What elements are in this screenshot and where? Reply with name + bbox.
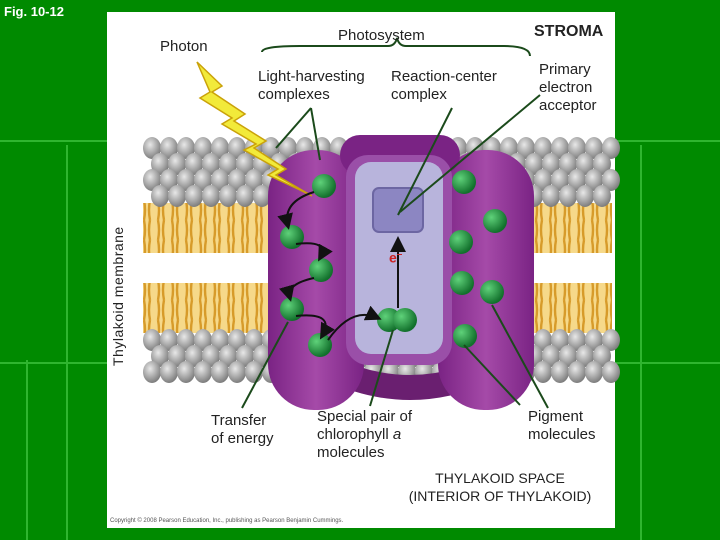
copyright-notice: Copyright © 2008 Pearson Education, Inc.… <box>110 518 344 524</box>
primary-acceptor-line-3: acceptor <box>539 97 597 114</box>
special-pair-chlorophyll-a <box>377 308 417 332</box>
thylakoid-space-line-2: (INTERIOR OF THYLAKOID) <box>408 488 592 504</box>
pigment-line-1: Pigment <box>528 408 584 425</box>
pigment-molecules-label: Pigment molecules <box>528 408 596 444</box>
special-pair-italic-a: a <box>392 426 402 443</box>
primary-acceptor-label: Primary electron acceptor <box>539 61 597 115</box>
electron-label: e– <box>389 249 403 266</box>
special-pair-line-1: Special pair of <box>317 408 413 425</box>
reaction-center-line-2: complex <box>391 86 447 103</box>
photosystem-label: Photosystem <box>338 27 425 44</box>
stroma-label: STROMA <box>534 23 604 40</box>
pigment-line-2: molecules <box>528 426 596 443</box>
energy-transfer-arrows <box>277 191 382 341</box>
photon-label: Photon <box>160 38 208 55</box>
thylakoid-space-line-1: THYLAKOID SPACE <box>435 470 565 486</box>
special-pair-label: Special pair of chlorophyll a molecules <box>317 408 412 462</box>
thylakoid-membrane-label: Thylakoid membrane <box>110 226 126 366</box>
primary-electron-acceptor <box>372 187 424 233</box>
primary-acceptor-line-2: electron <box>539 79 593 96</box>
photon-lightning-bolt <box>196 61 313 197</box>
electron-symbol: e <box>389 249 397 266</box>
special-pair-line-2: chlorophyll <box>317 426 389 443</box>
primary-acceptor-line-1: Primary <box>539 61 591 78</box>
reaction-center-line-1: Reaction-center <box>391 68 497 85</box>
thylakoid-space-label: THYLAKOID SPACE (INTERIOR OF THYLAKOID) <box>394 469 606 505</box>
transfer-energy-label: Transfer of energy <box>211 412 274 448</box>
light-harvesting-line-2: complexes <box>258 86 330 103</box>
figure-label: Fig. 10-12 <box>4 4 64 19</box>
special-pair-line-3: molecules <box>317 444 385 461</box>
light-harvesting-label: Light-harvesting complexes <box>258 68 365 104</box>
pointer-lines <box>241 37 549 409</box>
transfer-line-2: of energy <box>211 430 274 447</box>
reaction-center-label: Reaction-center complex <box>391 68 497 104</box>
transfer-line-1: Transfer <box>211 412 267 429</box>
light-harvesting-line-1: Light-harvesting <box>258 68 365 85</box>
